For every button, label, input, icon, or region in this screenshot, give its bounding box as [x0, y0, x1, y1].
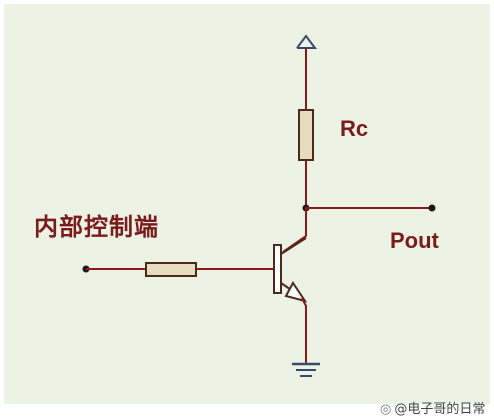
resistor-base — [145, 262, 197, 277]
watermark: ◎@电子哥的日常 — [380, 398, 485, 417]
watermark-text: @电子哥的日常 — [394, 402, 486, 417]
wire-emitter-to-ground — [301, 297, 307, 364]
wechat-icon: ◎ — [380, 402, 392, 417]
pout-label: Pout — [390, 228, 439, 253]
emitter-arrow-icon — [284, 281, 308, 303]
output-terminal — [428, 204, 436, 212]
rc-label: Rc — [340, 116, 369, 141]
input-control-label: 内部控制端 — [34, 213, 159, 241]
transistor-base-bar — [273, 244, 282, 294]
schematic-background — [4, 4, 490, 404]
transistor-collector-lead — [280, 237, 307, 255]
ground-icon — [292, 362, 320, 377]
resistor-rc — [298, 109, 314, 161]
vcc-arrow-icon — [296, 34, 317, 49]
npn-transistor — [273, 237, 308, 303]
